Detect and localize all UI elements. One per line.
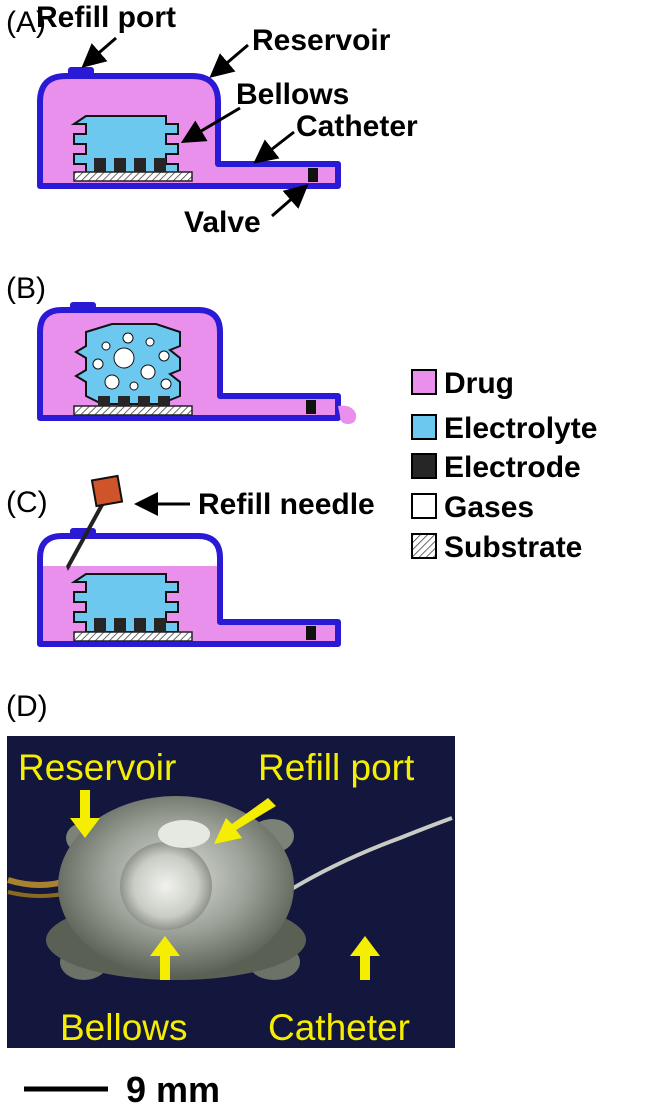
arrow-bellows: [180, 106, 241, 144]
bellows-photo: [120, 842, 212, 930]
label-refill-needle: Refill needle: [198, 488, 375, 521]
legend-label-electrode: Electrode: [444, 451, 581, 484]
photo-label-refill-port: Refill port: [258, 747, 415, 788]
yellow-arrow-reservoir: [70, 790, 100, 838]
label-bellows: Bellows: [236, 78, 349, 111]
label-valve: Valve: [184, 206, 261, 239]
panel-b: (B): [6, 272, 357, 424]
legend-swatch-gases: [411, 493, 437, 519]
photo-label-reservoir: Reservoir: [18, 747, 176, 788]
valve-c: [306, 626, 316, 640]
legend-label-substrate: Substrate: [444, 531, 582, 564]
panel-b-letter: (B): [6, 272, 46, 305]
arrow-valve: [271, 184, 309, 218]
substrate-c: [73, 631, 193, 642]
legend-item-electrode: Electrode: [411, 451, 581, 484]
reservoir-c-outline: [37, 533, 341, 647]
panel-a-letter: (A): [6, 6, 46, 39]
electrodes-b: [98, 396, 170, 408]
catheter-tube-photo: [288, 816, 453, 892]
valve-a: [308, 168, 318, 182]
yellow-arrow-bellows: [150, 936, 180, 980]
scale-bar-label: 9 mm: [126, 1069, 220, 1110]
label-reservoir: Reservoir: [252, 24, 391, 57]
device-b: [37, 302, 357, 424]
legend-label-electrolyte: Electrolyte: [444, 412, 597, 445]
drug-droplet-b: [338, 405, 357, 424]
reservoir-b: [37, 307, 341, 421]
gas-bubbles-b: [92, 332, 172, 391]
refill-port-photo: [158, 820, 210, 848]
legend-item-substrate: Substrate: [411, 531, 582, 564]
arrow-catheter: [253, 130, 295, 164]
device-c: [37, 474, 341, 647]
substrate-a: [73, 171, 193, 182]
scale-bar: 9 mm: [24, 1069, 220, 1110]
electrodes-c: [94, 618, 166, 632]
arrow-refill-port: [81, 36, 117, 68]
legend-item-gases: Gases: [411, 491, 534, 524]
valve-b: [306, 400, 316, 414]
refill-port-a: [68, 67, 94, 79]
refill-needle-hub: [90, 474, 124, 508]
panel-a: (A) Refill port Reservoir Bellows Cathet…: [6, 1, 418, 239]
device-photo: [7, 796, 453, 980]
needle-droplet-c: [54, 566, 70, 584]
panel-d-letter: (D): [6, 690, 48, 723]
legend-label-gases: Gases: [444, 491, 534, 524]
refill-needle-shaft: [62, 493, 110, 575]
label-refill-port: Refill port: [36, 1, 176, 34]
electrodes-a: [94, 158, 166, 172]
legend-swatch-electrode: [411, 453, 437, 479]
substrate-b: [73, 405, 193, 416]
panel-d: (D) Reservoir Refill port Bellows Cathet…: [6, 690, 455, 1048]
label-catheter: Catheter: [296, 110, 418, 143]
legend-item-electrolyte: Electrolyte: [411, 412, 597, 445]
photo-label-catheter: Catheter: [268, 1007, 410, 1048]
refill-port-b: [70, 302, 96, 313]
legend-swatch-substrate: [411, 533, 437, 559]
legend-item-drug: Drug: [411, 367, 514, 400]
legend-label-drug: Drug: [444, 367, 514, 400]
panel-c-letter: (C): [6, 486, 48, 519]
yellow-arrow-refill-port: [214, 798, 276, 844]
legend-swatch-drug: [411, 369, 437, 395]
arrow-reservoir: [209, 43, 249, 78]
photo-label-bellows: Bellows: [60, 1007, 188, 1048]
panel-c: (C) Refill needle: [6, 474, 375, 647]
photo-arrows: [70, 790, 380, 980]
legend-swatch-electrolyte: [411, 414, 437, 440]
yellow-arrow-catheter: [350, 936, 380, 980]
legend: Drug Electrolyte Electrode Gases Substra…: [411, 367, 597, 564]
